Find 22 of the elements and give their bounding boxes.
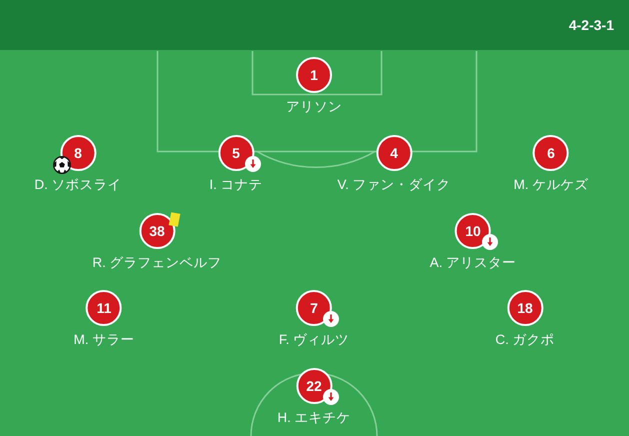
player-number-circle: 10 [455, 213, 491, 249]
player-name: R. グラフェンベルフ [92, 255, 222, 271]
player-name: アリソン [286, 99, 342, 115]
player-name: C. ガクポ [495, 332, 555, 348]
player-number-circle: 18 [507, 290, 543, 326]
player-name: F. ヴィルツ [278, 332, 350, 348]
player-number-circle: 4 [376, 135, 412, 171]
player-name: V. ファン・ダイク [337, 177, 451, 193]
player-number-circle: 5 [218, 135, 254, 171]
player-number-circle: 11 [86, 290, 122, 326]
player-name: I. コナテ [209, 177, 263, 193]
player-number-circle: 22 [296, 368, 332, 404]
player-number-circle: 6 [533, 135, 569, 171]
formation-label: 4-2-3-1 [568, 17, 614, 33]
player-name: D. ソボスライ [34, 177, 122, 193]
player-name: A. アリスター [430, 255, 516, 271]
player-number-circle: 38 [139, 213, 175, 249]
player-number-circle: 1 [296, 57, 332, 93]
player-number-circle: 7 [296, 290, 332, 326]
player-name: H. エキチケ [277, 410, 351, 426]
player-name: M. ケルケズ [514, 177, 588, 193]
player-name: M. サラー [74, 332, 134, 348]
